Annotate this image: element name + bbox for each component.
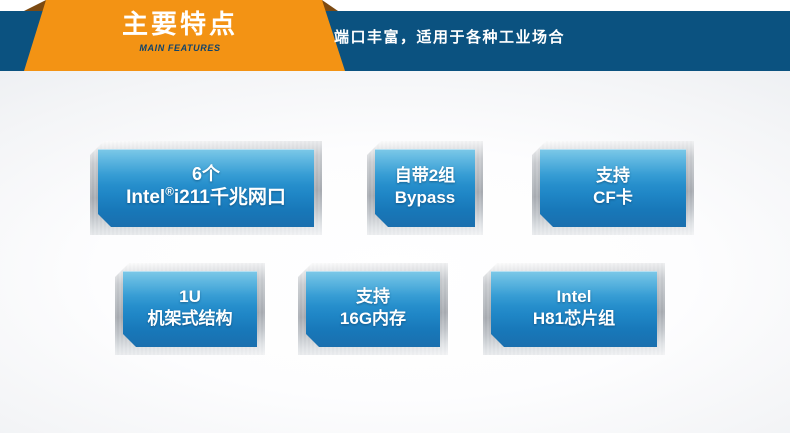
card-line-2: H81芯片组 — [532, 309, 616, 328]
card-line-1: 支持 — [596, 166, 630, 186]
card-line-2: 机架式结构 — [147, 309, 233, 328]
card-line-1: 6个 — [191, 164, 220, 185]
page-title: 主要特点 — [121, 9, 238, 39]
card-line-2: 16G内存 — [339, 309, 407, 328]
card-text-block: 6个 Intel®i211千兆网口 — [90, 141, 322, 235]
feature-card-lan-ports[interactable]: 6个 Intel®i211千兆网口 — [90, 141, 326, 241]
feature-card-chipset[interactable]: Intel H81芯片组 — [483, 263, 669, 361]
card-text-block: 自带2组 Bypass — [367, 141, 483, 235]
card-line-1: 支持 — [356, 287, 390, 307]
card-line-1: Intel — [556, 287, 592, 307]
card-line-2-suffix: i211千兆网口 — [173, 187, 286, 209]
banner-orange-ribbon — [24, 0, 345, 71]
card-text-block: 支持 CF卡 — [532, 141, 694, 235]
card-line-2: CF卡 — [593, 188, 633, 207]
page-subtitle-english: MAIN FEATURES — [139, 43, 221, 53]
card-blue-panel — [306, 271, 440, 347]
registered-trademark-icon: ® — [165, 186, 174, 200]
card-blue-panel — [540, 149, 686, 227]
card-line-1: 1U — [179, 287, 201, 307]
card-blue-panel — [491, 271, 657, 347]
feature-card-rack-structure[interactable]: 1U 机架式结构 — [115, 263, 269, 361]
feature-card-cf-card[interactable]: 支持 CF卡 — [532, 141, 698, 241]
card-text-block: 1U 机架式结构 — [115, 263, 265, 355]
card-blue-panel — [98, 149, 314, 227]
card-blue-panel — [375, 149, 475, 227]
card-line-2-prefix: Intel — [126, 187, 166, 209]
card-line-2: Bypass — [394, 188, 456, 207]
card-text-block: Intel H81芯片组 — [483, 263, 665, 355]
feature-card-memory[interactable]: 支持 16G内存 — [298, 263, 452, 361]
card-line-2: Intel®i211千兆网口 — [126, 186, 286, 210]
card-blue-panel — [123, 271, 257, 347]
header-banner: 主要特点 MAIN FEATURES 端口丰富，适用于各种工业场合 — [0, 0, 790, 82]
feature-card-bypass[interactable]: 自带2组 Bypass — [367, 141, 487, 241]
card-text-block: 支持 16G内存 — [298, 263, 448, 355]
card-line-1: 自带2组 — [394, 166, 456, 186]
header-tagline: 端口丰富，适用于各种工业场合 — [334, 29, 566, 46]
header-banner-shape — [0, 0, 790, 71]
background-wash — [0, 71, 790, 433]
